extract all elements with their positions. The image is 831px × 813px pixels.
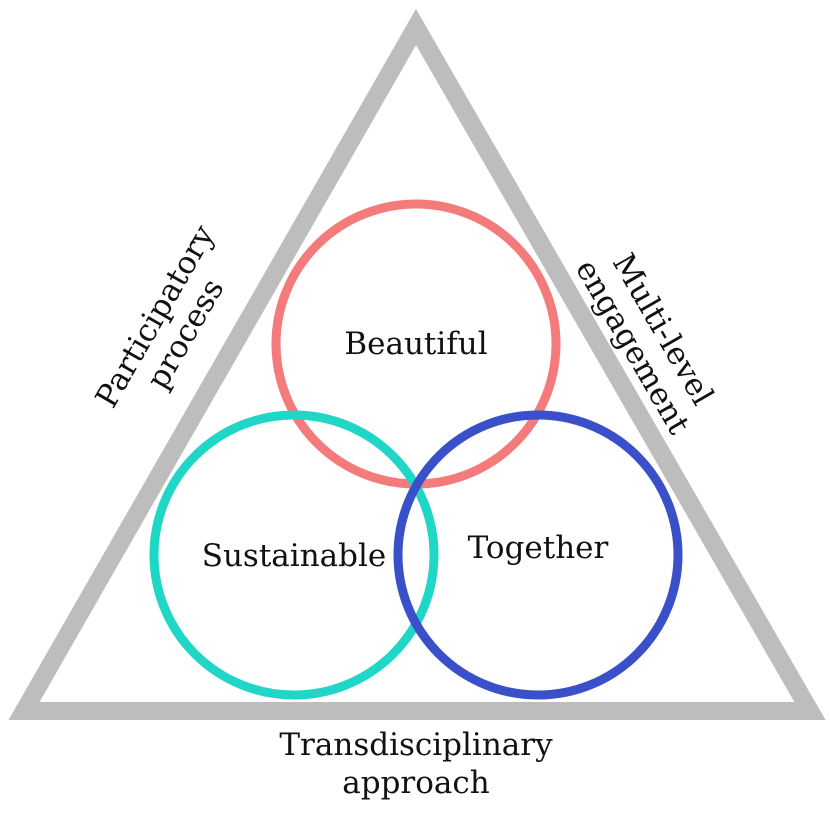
circle-label-beautiful: Beautiful	[344, 326, 487, 362]
bottom-label-line1: Transdisciplinary	[279, 727, 553, 763]
circle-label-sustainable: Sustainable	[202, 538, 387, 574]
circle-together	[393, 410, 683, 700]
side-label-left: Participatory process	[89, 219, 232, 414]
circle-sustainable	[149, 410, 439, 700]
triangle-frame	[8, 8, 826, 720]
bottom-label-line2: approach	[342, 765, 489, 801]
circle-label-together: Together	[468, 530, 609, 566]
